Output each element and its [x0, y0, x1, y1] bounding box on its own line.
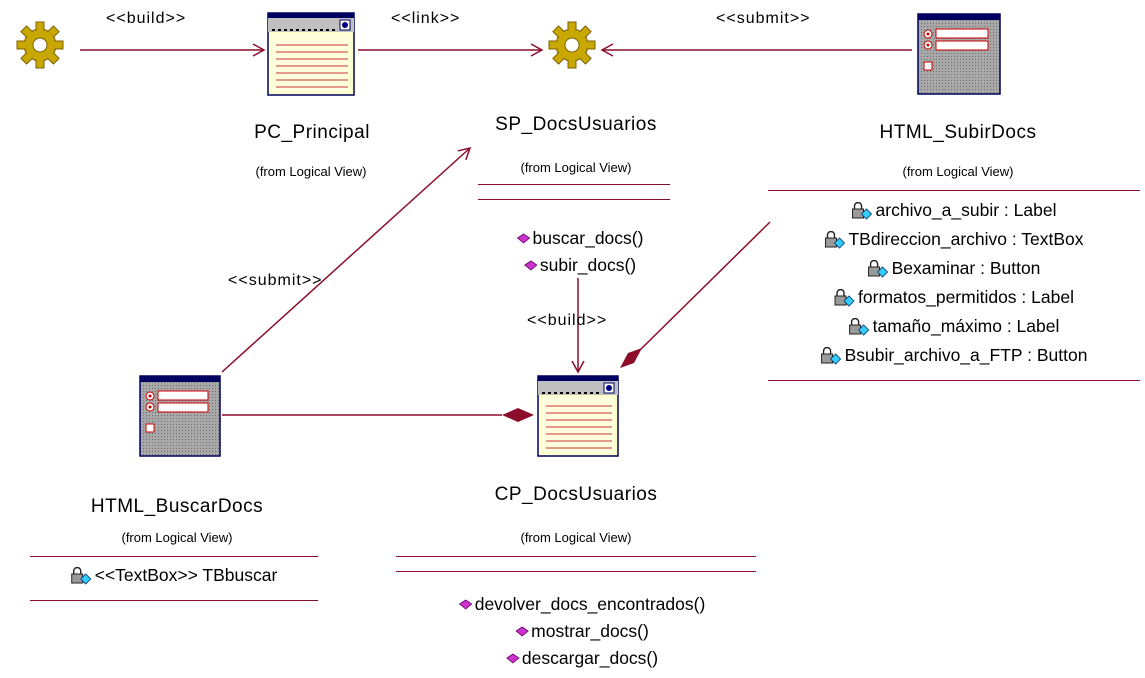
cp-docsusuarios-operation-row: devolver_docs_encontrados() [459, 594, 706, 615]
sp-docsusuarios-from: (from Logical View) [520, 160, 632, 175]
sp-docsusuarios-gear-icon [548, 21, 596, 69]
html-buscardocs-divider-1 [30, 556, 318, 557]
cp-docsusuarios-operation: descargar_docs() [521, 648, 659, 668]
html-subirdocs-attribute-row: TBdireccion_archivo : TextBox [824, 229, 1084, 250]
html-subirdocs-attribute: archivo_a_subir : Label [875, 200, 1057, 220]
html-buscardocs-attribute-row: <<TextBox>> TBbuscar [71, 565, 278, 586]
cp-docsusuarios-divider-2 [396, 571, 756, 572]
html-subirdocs-attribute-row: formatos_permitidos : Label [834, 287, 1074, 308]
pc-principal-from: (from Logical View) [255, 164, 367, 179]
pc-principal-name: PC_Principal [254, 122, 370, 143]
cp-docsusuarios-name: CP_DocsUsuarios [494, 484, 658, 505]
html-buscardocs-attribute: <<TextBox>> TBbuscar [94, 565, 278, 585]
html-subirdocs-attribute: formatos_permitidos : Label [858, 287, 1074, 307]
link-stereotype-label: <<link>> [391, 10, 461, 27]
cp-docsusuarios-operation-row: descargar_docs() [506, 648, 658, 669]
submit-left-relation-line [221, 146, 472, 373]
attribute-lock-icon [834, 288, 855, 307]
html-subirdocs-attribute-row: Bexaminar : Button [868, 258, 1041, 279]
operation-diamond-icon [524, 260, 538, 271]
html-subirdocs-attribute: TBdireccion_archivo : TextBox [848, 229, 1084, 249]
sp-docsusuarios-operation-row: subir_docs() [524, 255, 636, 276]
html-buscardocs-name: HTML_BuscarDocs [90, 496, 264, 517]
cp-docsusuarios-operation: mostrar_docs() [531, 621, 649, 641]
attribute-lock-icon [852, 201, 873, 220]
html-subirdocs-attribute: Bsubir_archivo_a_FTP : Button [844, 345, 1088, 365]
html-subirdocs-attribute-row: tamaño_máximo : Label [849, 316, 1060, 337]
html-subirdocs-divider-2 [768, 380, 1140, 381]
aggregation-subir-line [639, 221, 771, 351]
cp-docsusuarios-operation: devolver_docs_encontrados() [474, 594, 706, 614]
attribute-lock-icon [868, 259, 889, 278]
html-subirdocs-attribute: tamaño_máximo : Label [872, 316, 1060, 336]
html-subirdocs-attribute: Bexaminar : Button [891, 258, 1041, 278]
operation-diamond-icon [515, 626, 529, 637]
sp-docsusuarios-name: SP_DocsUsuarios [495, 114, 657, 135]
html-buscardocs-divider-2 [30, 600, 318, 601]
html-buscardocs-from: (from Logical View) [121, 530, 233, 545]
build-mid-stereotype-label: <<build>> [527, 312, 608, 329]
cp-docsusuarios-from: (from Logical View) [520, 530, 632, 545]
attribute-lock-icon [849, 317, 870, 336]
cp-docsusuarios-page-icon [537, 375, 619, 457]
html-subirdocs-attribute-row: Bsubir_archivo_a_FTP : Button [821, 345, 1088, 366]
submit-top-stereotype-label: <<submit>> [716, 10, 811, 27]
attribute-lock-icon [824, 230, 846, 249]
pc-principal-page-icon [267, 12, 355, 96]
composition-diamond-left [502, 408, 534, 422]
operation-diamond-icon [516, 233, 531, 244]
html-subirdocs-form-icon [917, 13, 1001, 95]
attribute-lock-icon [71, 566, 92, 585]
sp-docsusuarios-operation: subir_docs() [539, 255, 637, 275]
build-stereotype-label: <<build>> [106, 10, 187, 27]
html-subirdocs-from: (from Logical View) [902, 164, 1014, 179]
sp-docsusuarios-divider-2 [478, 199, 670, 200]
html-buscardocs-form-icon [139, 375, 221, 457]
pc-principal-gear-icon [16, 21, 64, 69]
composition-diamond-right [620, 348, 642, 368]
submit-left-stereotype-label: <<submit>> [228, 272, 323, 289]
sp-docsusuarios-operation-row: buscar_docs() [516, 228, 644, 249]
operation-diamond-icon [459, 599, 473, 610]
html-subirdocs-attribute-row: archivo_a_subir : Label [852, 200, 1057, 221]
sp-docsusuarios-operation: buscar_docs() [532, 228, 644, 248]
operation-diamond-icon [506, 653, 520, 664]
html-subirdocs-divider-1 [768, 190, 1140, 191]
attribute-lock-icon [821, 346, 842, 365]
cp-docsusuarios-operation-row: mostrar_docs() [515, 621, 649, 642]
sp-docsusuarios-divider-1 [478, 184, 670, 185]
cp-docsusuarios-divider-1 [396, 556, 756, 557]
html-subirdocs-name: HTML_SubirDocs [879, 122, 1037, 143]
